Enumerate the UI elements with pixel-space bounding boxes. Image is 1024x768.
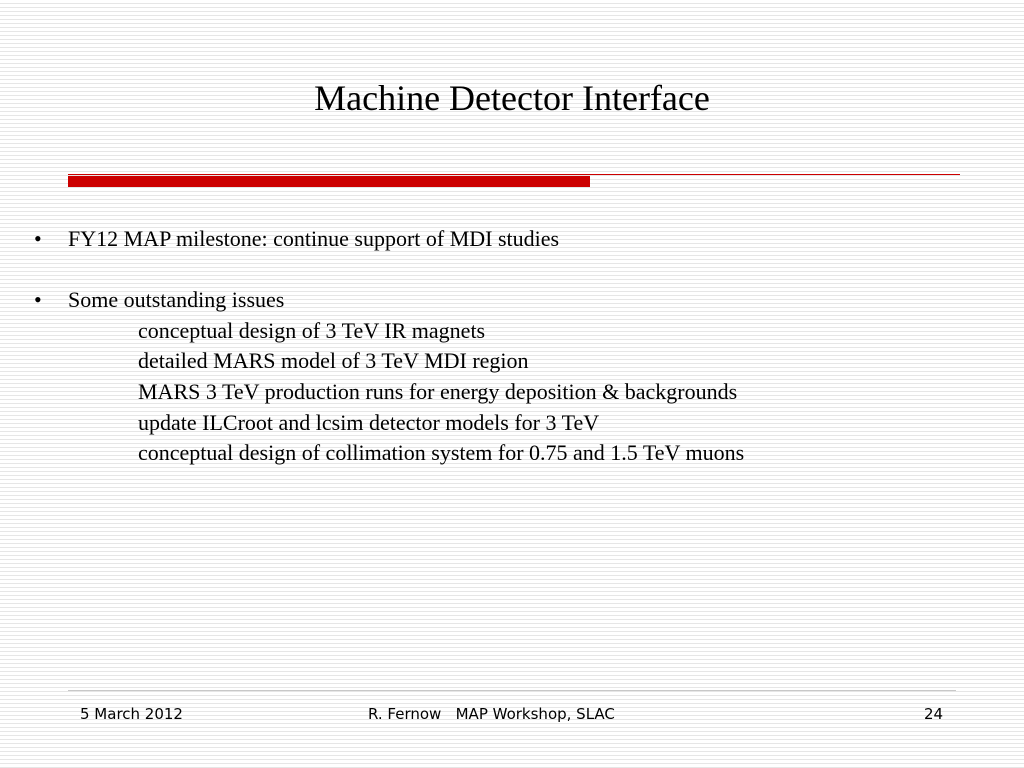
sub-item: detailed MARS model of 3 TeV MDI region	[138, 348, 529, 373]
slide-title: Machine Detector Interface	[314, 78, 710, 118]
footer-divider	[68, 690, 956, 691]
bullet-marker: •	[34, 287, 42, 312]
title-underline-thick	[68, 176, 590, 187]
footer-date: 5 March 2012	[80, 705, 183, 723]
title-underline-thin	[68, 174, 960, 175]
bullet-item: FY12 MAP milestone: continue support of …	[68, 226, 560, 251]
footer-author-event: R. Fernow MAP Workshop, SLAC	[368, 705, 615, 723]
bullet-item: Some outstanding issues	[68, 287, 285, 312]
bullet-marker: •	[34, 226, 42, 251]
sub-item: conceptual design of collimation system …	[138, 440, 745, 465]
sub-item: MARS 3 TeV production runs for energy de…	[138, 379, 738, 404]
sub-item: conceptual design of 3 TeV IR magnets	[138, 318, 486, 343]
sub-item: update ILCroot and lcsim detector models…	[138, 410, 600, 435]
page-number: 24	[924, 705, 944, 723]
